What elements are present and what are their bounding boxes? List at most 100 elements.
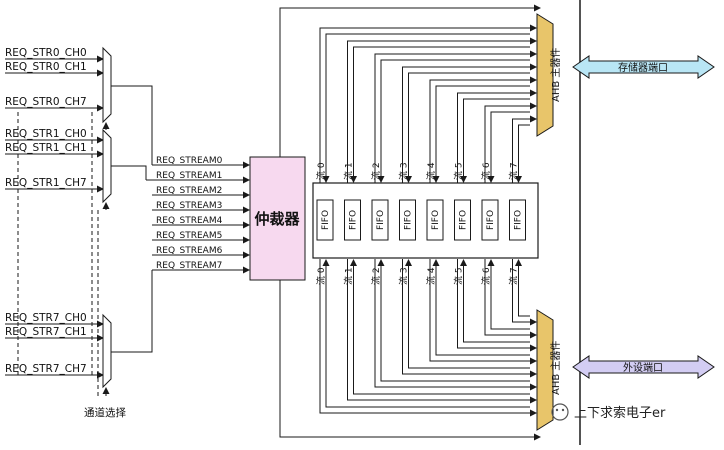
arbiter-control-lines — [279, 4, 541, 441]
memory-port-arrow: 存储器端口 — [572, 55, 715, 79]
stream-top-labels: 流 0 流 1 流 2 流 3 流 4 流 5 流 6 流 7 — [315, 162, 520, 180]
fifo-cell — [509, 199, 526, 241]
request-stream-label: REQ_STREAM7 — [156, 261, 222, 271]
stream-label-bottom: 流 2 — [370, 267, 382, 285]
channel-mux-0 — [102, 46, 112, 124]
peripheral-write-wire — [374, 259, 537, 391]
watermark-text: 上下求索电子er — [574, 406, 666, 421]
peripheral-port-arrow: 外设端口 — [572, 355, 715, 379]
channel-select-bus — [17, 112, 99, 396]
stream-label-bottom: 流 6 — [480, 267, 492, 285]
fifo-label: FIFO — [514, 210, 524, 230]
fifo-label: FIFO — [404, 210, 414, 230]
fifo-cell — [316, 199, 334, 241]
arbiter-box — [249, 156, 306, 281]
stream-label-top: 流 2 — [370, 162, 382, 180]
peripheral-port-label: 外设端口 — [623, 361, 663, 374]
peripheral-write-wire — [319, 259, 537, 417]
memory-write-wire — [402, 63, 537, 183]
memory-read-wire — [350, 46, 530, 183]
fifo-cell — [371, 199, 389, 241]
request-label-str1-ch1: REQ_STR1_CH1 — [5, 142, 87, 154]
stream-label-top: 流 1 — [343, 162, 355, 180]
memory-read-wire — [377, 59, 530, 183]
fifo-label: FIFO — [431, 210, 441, 230]
ahb-label-memory: AHB 主器件 — [550, 48, 562, 102]
request-label-str7-ch7: REQ_STR7_CH7 — [5, 363, 87, 375]
stream-bottom-labels: 流 0 流 1 流 2 流 3 流 4 流 5 流 6 流 7 — [315, 267, 520, 285]
peripheral-write-wire — [457, 259, 537, 352]
memory-read-wire — [322, 33, 530, 183]
channel-mux-7 — [102, 313, 112, 389]
channel-mux-1 — [102, 128, 112, 204]
memory-port-label: 存储器端口 — [618, 61, 668, 74]
peripheral-write-wire — [429, 259, 537, 365]
stream-label-bottom: 流 5 — [453, 267, 465, 285]
request-stream-label: REQ_STREAM1 — [156, 171, 222, 181]
peripheral-read-wire — [487, 259, 530, 330]
peripheral-read-wire — [405, 259, 530, 369]
memory-read-wire — [487, 111, 530, 183]
peripheral-read-wire — [377, 259, 530, 382]
request-stream-label: REQ_STREAM4 — [156, 216, 223, 226]
peripheral-write-wire — [512, 259, 537, 326]
memory-write-wire — [429, 76, 537, 183]
peripheral-write-wire — [484, 259, 537, 339]
request-stream-label: REQ_STREAM6 — [156, 246, 223, 256]
memory-write-wire — [319, 24, 537, 183]
fifo-label: FIFO — [376, 210, 386, 230]
memory-read-wire — [432, 85, 530, 183]
stream-label-top: 流 6 — [480, 162, 492, 180]
stream-label-bottom: 流 3 — [398, 267, 410, 285]
fifo-cell — [481, 199, 499, 241]
arbiter-label: 仲裁器 — [254, 210, 300, 228]
peripheral-read-wire — [350, 259, 530, 395]
request-stream-label: REQ_STREAM0 — [156, 156, 223, 166]
peripheral-read-wire — [432, 259, 530, 356]
mux-output-wires — [111, 85, 153, 353]
memory-read-wire — [515, 124, 530, 183]
request-label-str0-ch0: REQ_STR0_CH0 — [5, 47, 87, 59]
ahb-label-peripheral: AHB 主器件 — [550, 341, 562, 395]
stream-label-top: 流 7 — [508, 162, 520, 180]
channel-select-label: 通道选择 — [84, 406, 126, 419]
fifo-cell — [426, 199, 444, 241]
stream-label-bottom: 流 0 — [315, 267, 327, 285]
peripheral-read-wire — [322, 259, 530, 408]
request-label-str0-ch7: REQ_STR0_CH7 — [5, 96, 87, 108]
peripheral-write-wire — [347, 259, 537, 404]
stream-label-top: 流 0 — [315, 162, 327, 180]
memory-write-wire — [374, 50, 537, 183]
ahb-master-peripheral — [536, 309, 554, 431]
stream-label-bottom: 流 4 — [425, 267, 437, 285]
watermark: 上下求索电子er — [551, 403, 666, 421]
request-stream-lines: REQ_STREAM0REQ_STREAM1REQ_STREAM2REQ_STR… — [152, 156, 250, 274]
stream-label-bottom: 流 1 — [343, 267, 355, 285]
fifo-label: FIFO — [486, 210, 496, 230]
memory-write-wire — [457, 89, 537, 183]
request-group-1: REQ_STR1_CH0 REQ_STR1_CH1 REQ_STR1_CH7 — [5, 128, 112, 210]
request-group-0: REQ_STR0_CH0 REQ_STR0_CH1 REQ_STR0_CH7 — [5, 46, 112, 130]
stream-label-bottom: 流 7 — [508, 267, 520, 285]
stream-label-top: 流 3 — [398, 162, 410, 180]
request-group-7: REQ_STR7_CH0 REQ_STR7_CH1 REQ_STR7_CH7 — [5, 312, 112, 396]
fifo-cell — [344, 199, 361, 241]
memory-write-wire — [484, 102, 537, 183]
peripheral-write-wire — [402, 259, 537, 378]
fifo-cell — [454, 199, 471, 241]
memory-read-wire — [405, 72, 530, 183]
request-label-str1-ch0: REQ_STR1_CH0 — [5, 128, 87, 140]
fifo-cell — [399, 199, 416, 241]
peripheral-read-wire — [460, 259, 530, 343]
fifo-label: FIFO — [349, 210, 359, 230]
request-label-str1-ch7: REQ_STR1_CH7 — [5, 177, 87, 189]
peripheral-read-wire — [515, 259, 530, 317]
request-label-str0-ch1: REQ_STR0_CH1 — [5, 61, 87, 73]
memory-read-wire — [460, 98, 530, 183]
stream-label-top: 流 4 — [425, 162, 437, 180]
memory-side-routing — [319, 24, 537, 183]
stream-label-top: 流 5 — [453, 162, 465, 180]
request-stream-label: REQ_STREAM5 — [156, 231, 222, 241]
